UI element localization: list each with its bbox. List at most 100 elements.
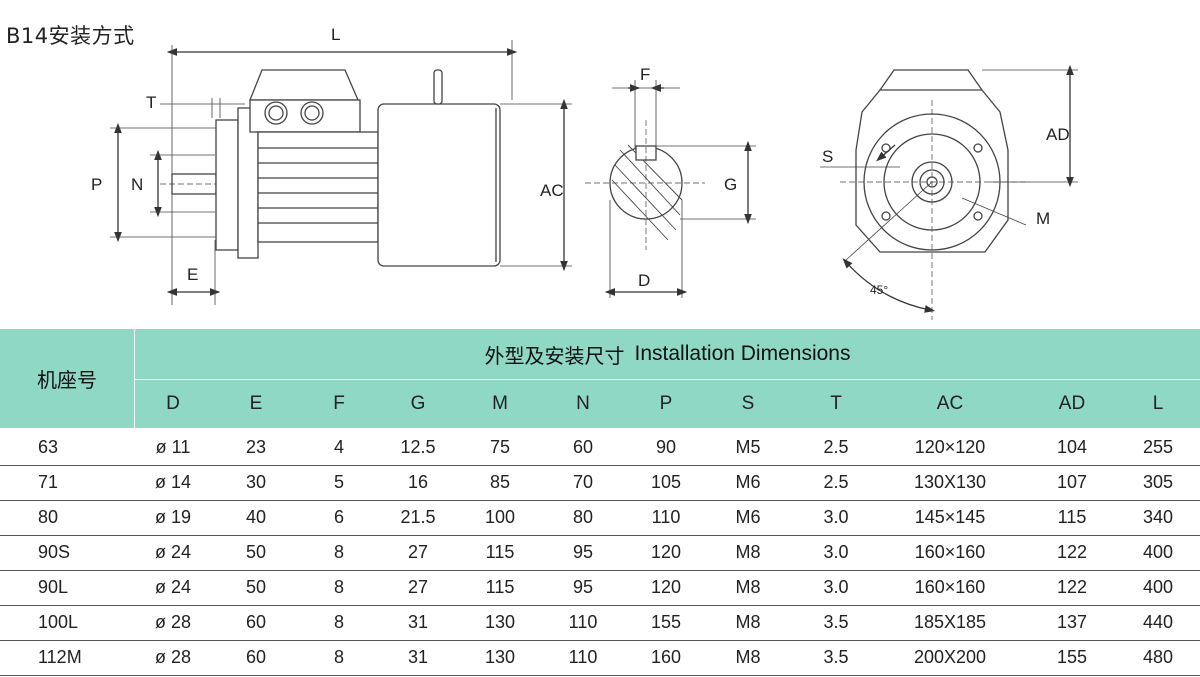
cell-model: 112M (38, 647, 82, 667)
cell-p: 90 (655, 437, 677, 457)
cell-n: 110 (568, 612, 598, 632)
cell-t: 3.5 (823, 647, 849, 667)
cell-g: 31 (407, 612, 429, 632)
cell-n: 70 (572, 472, 594, 492)
cell-l: 305 (1142, 472, 1174, 492)
label-F: F (640, 65, 650, 84)
table-header-background (0, 329, 1200, 428)
column-header-e: E (249, 393, 263, 414)
cell-s: M6 (735, 507, 761, 527)
group-header-english: Installation Dimensions (634, 342, 851, 365)
cell-f: 5 (333, 472, 344, 492)
label-T: T (146, 93, 156, 112)
cell-p: 160 (650, 647, 682, 667)
cell-g: 31 (407, 647, 429, 667)
cell-d: ø 11 (155, 437, 191, 457)
label-G: G (724, 175, 737, 194)
cell-s: M8 (735, 647, 761, 667)
side-view (110, 40, 572, 305)
cell-e: 60 (245, 612, 267, 632)
cell-ac: 185X185 (913, 612, 987, 632)
cell-s: M6 (735, 472, 761, 492)
cell-p: 155 (650, 612, 682, 632)
cell-ac: 120×120 (914, 437, 986, 457)
cell-d: ø 24 (154, 542, 192, 562)
cell-ad: 104 (1056, 437, 1088, 457)
cell-model: 80 (38, 507, 59, 527)
cell-p: 110 (651, 507, 681, 527)
cell-model: 100L (38, 612, 79, 632)
column-header-d: D (166, 393, 180, 414)
cell-s: M8 (735, 577, 761, 597)
column-header-l: L (1152, 393, 1164, 414)
cell-d: ø 14 (154, 472, 192, 492)
cell-g: 27 (407, 577, 429, 597)
cell-e: 60 (245, 647, 267, 667)
front-view (820, 64, 1078, 320)
cell-m: 115 (485, 577, 515, 597)
cell-t: 2.5 (823, 437, 849, 457)
cell-g: 12.5 (400, 437, 436, 457)
cell-ad: 137 (1056, 612, 1088, 632)
column-header-ad: AD (1058, 393, 1086, 414)
cell-m: 130 (484, 647, 516, 667)
cell-n: 95 (572, 542, 594, 562)
cell-l: 400 (1142, 577, 1174, 597)
column-header-n: N (576, 393, 590, 414)
label-E: E (187, 265, 198, 284)
label-angle: 45° (870, 283, 888, 297)
column-header-p: P (659, 393, 673, 414)
cell-f: 8 (333, 612, 344, 632)
motor-dimension-drawing: L T P N E AC F G D AD S M 45° (91, 25, 1078, 320)
cell-n: 60 (572, 437, 594, 457)
column-header-m: M (492, 393, 508, 414)
cell-f: 8 (333, 577, 344, 597)
cell-l: 440 (1142, 612, 1174, 632)
cell-e: 23 (245, 437, 267, 457)
cell-t: 3.0 (823, 507, 849, 527)
shaft-section-view (585, 80, 756, 298)
cell-t: 3.5 (823, 612, 849, 632)
cell-m: 130 (484, 612, 516, 632)
column-header-g: G (410, 393, 426, 414)
cell-l: 340 (1142, 507, 1174, 527)
cell-model: 63 (38, 437, 59, 457)
cell-t: 3.0 (823, 577, 849, 597)
cell-s: M8 (735, 612, 761, 632)
header-divider-horizontal (134, 379, 1200, 380)
cell-m: 115 (485, 542, 515, 562)
column-header-s: S (741, 393, 755, 414)
cell-l: 480 (1142, 647, 1174, 667)
cell-model: 90L (38, 577, 69, 597)
cell-e: 50 (245, 542, 267, 562)
column-header-ac: AC (936, 393, 964, 414)
label-M: M (1036, 209, 1050, 228)
label-S: S (822, 147, 833, 166)
cell-f: 8 (333, 647, 344, 667)
header-divider-vertical (134, 329, 135, 428)
cell-n: 95 (572, 577, 594, 597)
cell-ad: 115 (1057, 507, 1087, 527)
label-N: N (131, 175, 143, 194)
cell-e: 40 (245, 507, 267, 527)
cell-p: 105 (650, 472, 682, 492)
dimensions-group-header: 外型及安装尺寸 Installation Dimensions (135, 329, 1200, 379)
label-P: P (91, 175, 102, 194)
cell-s: M8 (735, 542, 761, 562)
cell-n: 110 (568, 647, 598, 667)
cell-g: 27 (407, 542, 429, 562)
cell-m: 75 (489, 437, 511, 457)
cell-ad: 155 (1056, 647, 1088, 667)
column-header-t: T (830, 393, 842, 414)
cell-l: 400 (1142, 542, 1174, 562)
cell-f: 8 (333, 542, 344, 562)
label-L: L (331, 25, 340, 44)
cell-l: 255 (1142, 437, 1174, 457)
